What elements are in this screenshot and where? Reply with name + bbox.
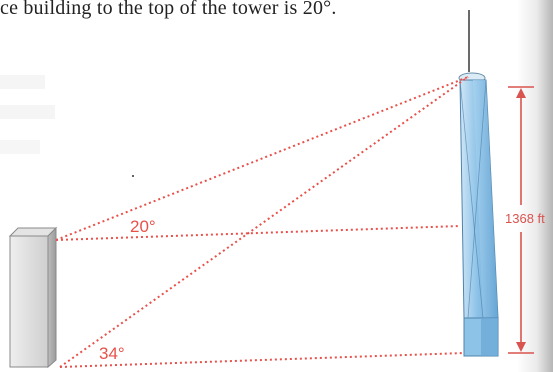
- angle-lower-label: 34°: [99, 344, 125, 363]
- upper-horizontal-line: [55, 225, 461, 241]
- stray-dot: [132, 175, 134, 177]
- lower-sight-line: [59, 76, 469, 368]
- freedom-tower: [458, 10, 499, 357]
- problem-text: ce building to the top of the tower is 2…: [0, 0, 337, 19]
- angle-upper-label: 20°: [130, 217, 156, 236]
- page-fold-shadow: [517, 0, 553, 372]
- lower-horizontal-line: [59, 352, 465, 368]
- sight-lines: [55, 76, 469, 368]
- height-dimension: [508, 86, 534, 354]
- office-building: [8, 226, 58, 369]
- background-smudges: [0, 75, 55, 154]
- upper-sight-line: [55, 76, 469, 241]
- tower-height-label: 1368 ft: [505, 211, 545, 226]
